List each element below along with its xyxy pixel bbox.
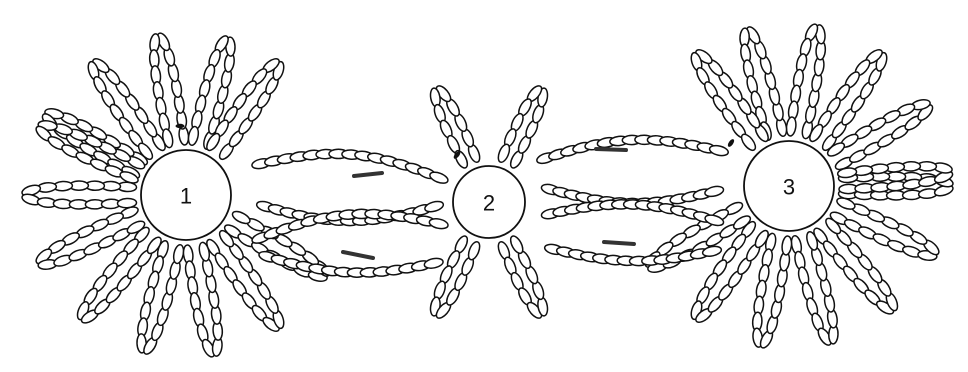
ring-3-petal-chain bbox=[739, 132, 758, 153]
picot-mark-3 bbox=[727, 138, 736, 148]
join-mark-2 bbox=[343, 252, 373, 258]
bridge-left-chain bbox=[423, 257, 443, 270]
ring-2-petal-chain bbox=[496, 143, 512, 164]
ring-2: 2 bbox=[453, 166, 525, 238]
ring-2-label: 2 bbox=[483, 191, 495, 216]
join-mark-4 bbox=[604, 242, 634, 244]
ring-3-label: 3 bbox=[783, 175, 795, 200]
picot-mark-1 bbox=[176, 124, 185, 128]
bridge-left-chain bbox=[428, 170, 449, 185]
ring-1-label: 1 bbox=[180, 184, 192, 209]
ring-3: 3 bbox=[744, 141, 834, 231]
bridge-left-chain bbox=[424, 200, 445, 214]
bridge-right-chain bbox=[704, 185, 725, 198]
ring-2-petal-chain bbox=[466, 240, 482, 261]
bridge-left-chain bbox=[428, 217, 448, 230]
ring-1-petal-chain bbox=[187, 126, 200, 146]
ring-1-petal-chain bbox=[117, 198, 136, 208]
ring-3-petal-chain bbox=[785, 117, 796, 137]
ring-2-petal-chain bbox=[508, 234, 525, 255]
ring-2-petal-chain bbox=[453, 149, 470, 170]
ring-1: 1 bbox=[141, 150, 231, 240]
bridge-right-chain bbox=[709, 144, 730, 157]
join-mark-3 bbox=[596, 149, 626, 150]
join-mark-1 bbox=[354, 173, 382, 176]
ring-3-petal-chain bbox=[781, 236, 792, 256]
ring-1-petal-chain bbox=[231, 209, 252, 226]
